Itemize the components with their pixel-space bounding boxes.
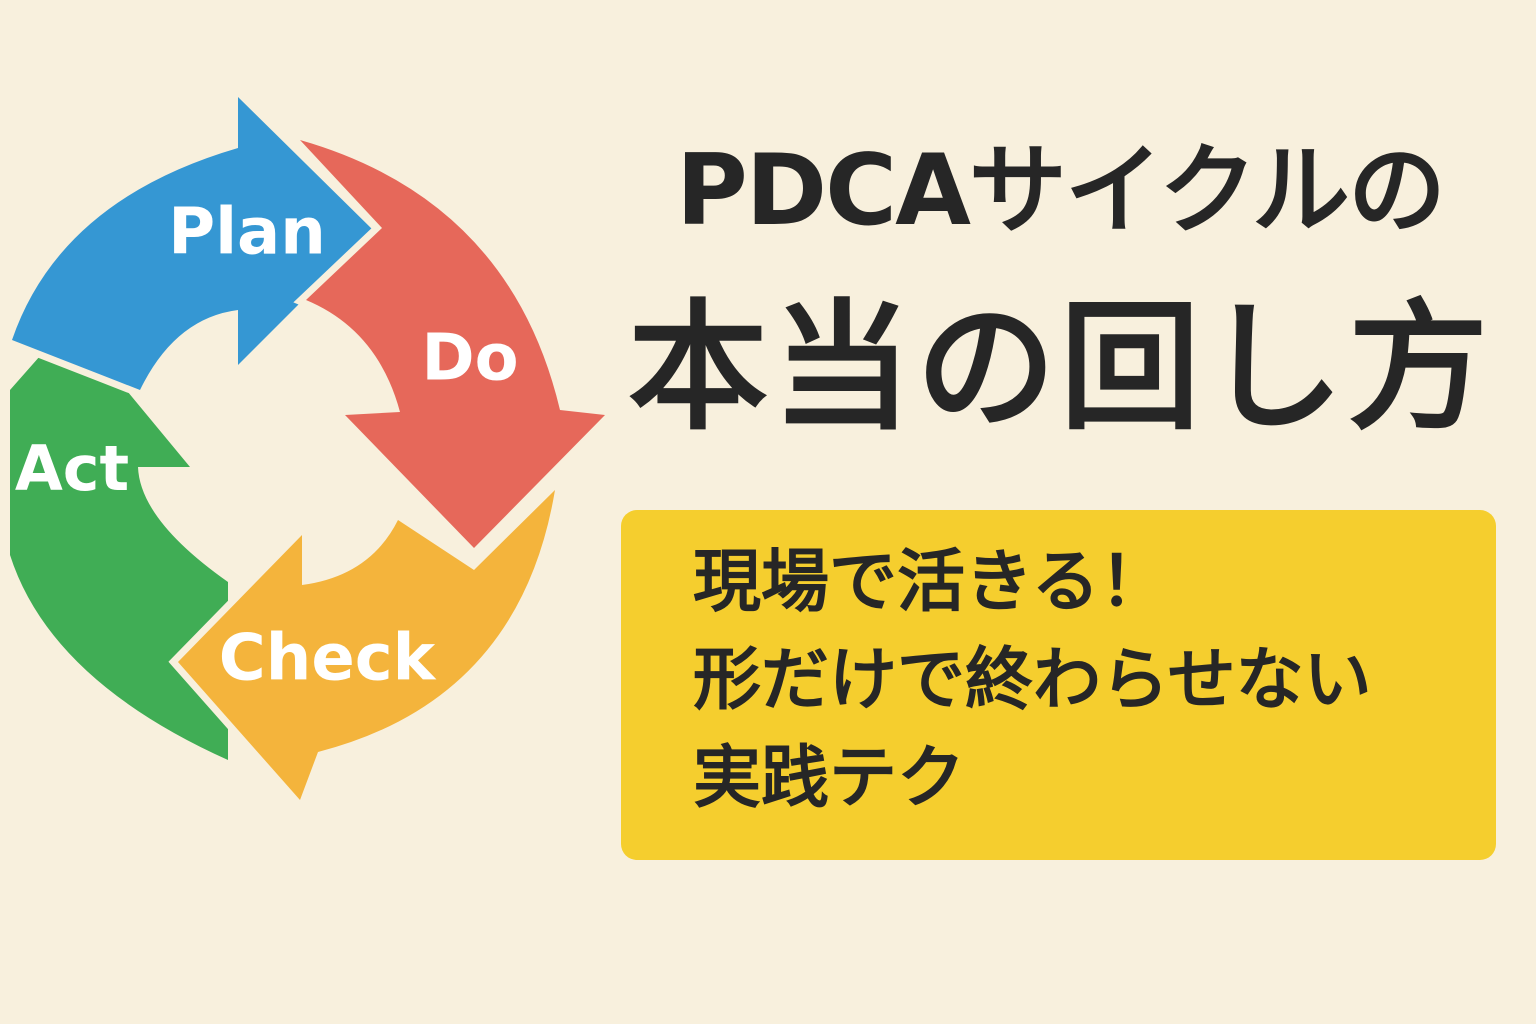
title-line-1: PDCAサイクルの [675, 134, 1446, 248]
check-arrow-segment [168, 469, 566, 814]
plan-label: Plan [168, 196, 326, 270]
act-label: Act [15, 432, 129, 505]
title-line-2: 本当の回し方 [627, 287, 1492, 450]
check-label: Check [219, 622, 437, 696]
act-arrow-segment [2, 311, 235, 771]
do-label: Do [421, 322, 518, 396]
subtitle-line-2: 形だけで終わらせない [693, 641, 1372, 720]
plan-arrow-segment [3, 80, 383, 399]
pdca-cycle-diagram: Plan Do Check Act [2, 80, 620, 814]
subtitle-line-1: 現場で活きる！ [693, 543, 1168, 622]
subtitle-box: 現場で活きる！ 形だけで終わらせない 実践テク [621, 510, 1496, 860]
do-arrow-segment [277, 126, 620, 559]
subtitle-line-3: 実践テク [693, 739, 966, 818]
